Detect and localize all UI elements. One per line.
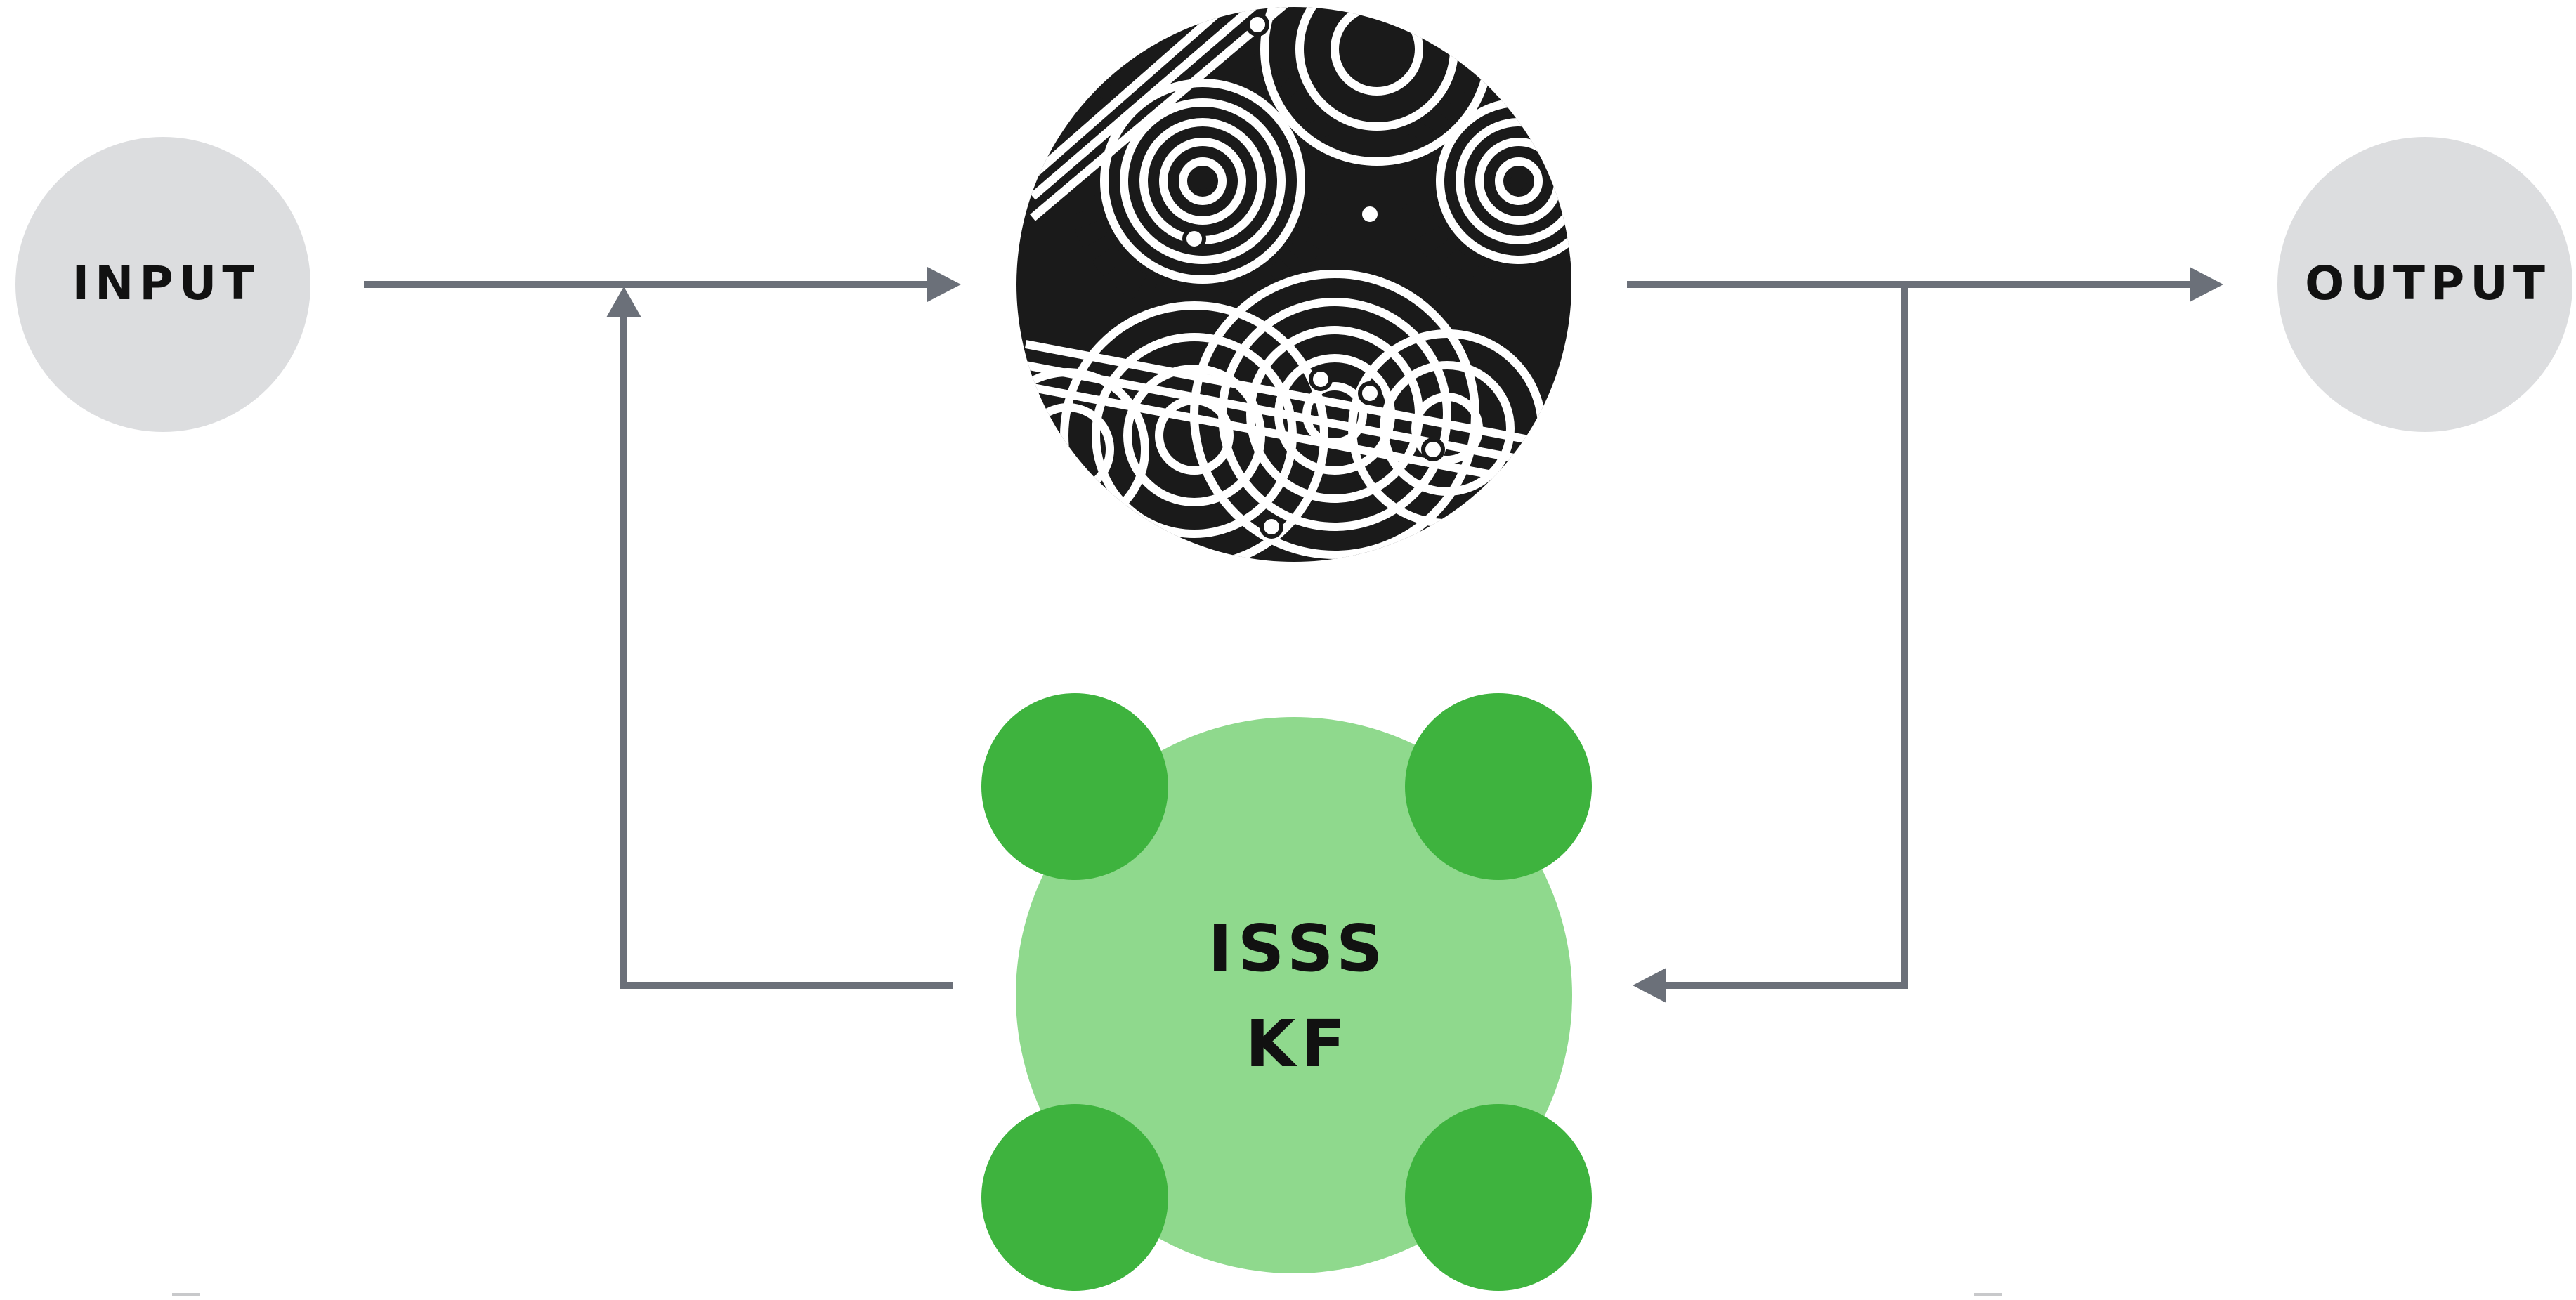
output-label: OUTPUT bbox=[2305, 256, 2551, 310]
swirling-gears-machine-icon bbox=[1016, 7, 1571, 562]
input-label: INPUT bbox=[72, 256, 260, 310]
input-node: INPUT bbox=[15, 137, 310, 432]
output-node: OUTPUT bbox=[2277, 137, 2572, 432]
filter-to-input-feedback-arrow bbox=[606, 287, 953, 989]
output-to-filter-feedback-arrow bbox=[1633, 284, 1908, 1003]
input-to-system-arrow bbox=[364, 267, 961, 302]
filter-lobe-top-left bbox=[981, 693, 1168, 880]
output-circle bbox=[2277, 137, 2572, 432]
filter-label-line1: ISSS bbox=[1208, 911, 1389, 986]
filter-lobe-top-right bbox=[1405, 693, 1592, 880]
filter-lobe-bottom-left bbox=[981, 1104, 1168, 1291]
system-to-output-arrow bbox=[1627, 267, 2223, 302]
filter-lobe-bottom-right bbox=[1405, 1104, 1592, 1291]
filter-label-line2: KF bbox=[1245, 1006, 1351, 1082]
system-node bbox=[1016, 7, 1571, 562]
input-circle bbox=[15, 137, 310, 432]
filter-node: ISSS KF bbox=[981, 693, 1592, 1291]
